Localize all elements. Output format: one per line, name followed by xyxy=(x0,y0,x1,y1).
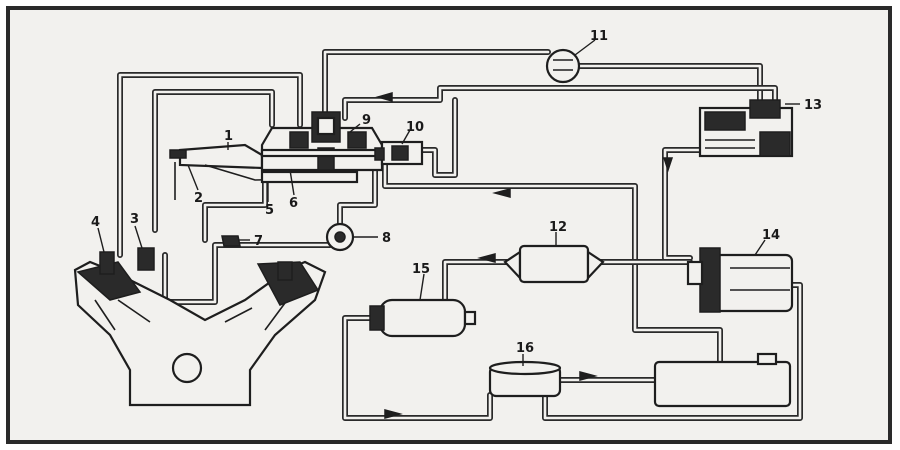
label-6: 6 xyxy=(289,196,298,211)
label-12: 12 xyxy=(549,220,567,235)
component-15-fuel-pump xyxy=(369,298,477,338)
v8-engine-block xyxy=(73,247,327,407)
label-15: 15 xyxy=(412,262,430,277)
label-14: 14 xyxy=(762,228,780,243)
label-11: 11 xyxy=(590,29,608,44)
flow-arrows xyxy=(375,92,674,419)
label-13: 13 xyxy=(804,98,822,113)
component-13-control-unit xyxy=(698,99,794,158)
label-4: 4 xyxy=(91,215,100,230)
label-16: 16 xyxy=(516,341,534,356)
component-11-gauge xyxy=(545,48,581,84)
component-7-valve xyxy=(221,235,241,247)
component-14-accumulator xyxy=(686,247,794,313)
component-16-strainer xyxy=(488,360,562,398)
label-9: 9 xyxy=(362,113,371,128)
label-2: 2 xyxy=(194,191,203,206)
fuel-lines xyxy=(117,49,803,421)
component-10-valve xyxy=(374,140,424,166)
leader-lines xyxy=(97,39,800,366)
component-12-filter xyxy=(503,244,605,284)
label-5: 5 xyxy=(265,203,274,218)
label-1: 1 xyxy=(224,129,233,144)
label-7: 7 xyxy=(254,234,263,249)
label-3: 3 xyxy=(130,212,139,227)
component-labels: 1 2 3 4 5 6 7 8 9 10 11 12 13 14 15 16 xyxy=(91,29,822,356)
component-9-pump xyxy=(260,111,384,172)
fuel-tank xyxy=(653,352,792,408)
component-1-housing xyxy=(169,143,359,200)
label-8: 8 xyxy=(382,231,391,246)
component-8-pump xyxy=(325,222,355,252)
label-10: 10 xyxy=(406,120,424,135)
